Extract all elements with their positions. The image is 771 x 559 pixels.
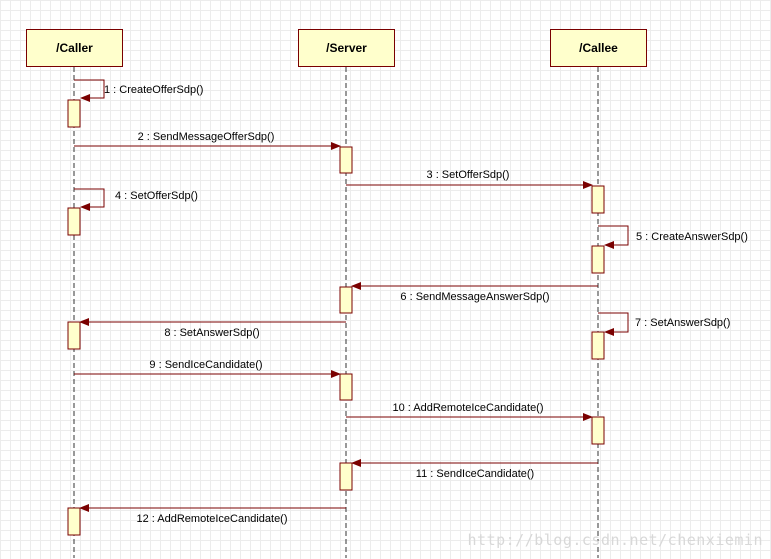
- message-label-4: 4 : SetOfferSdp(): [115, 190, 198, 202]
- lifeline-server-label: /Server: [326, 41, 367, 55]
- activation-bar-2: [339, 146, 353, 174]
- message-label-10: 10 : AddRemoteIceCandidate(): [392, 402, 544, 414]
- message-label-5: 5 : CreateAnswerSdp(): [636, 231, 748, 243]
- activation-bar-5: [591, 245, 605, 274]
- message-label-8: 8 : SetAnswerSdp(): [164, 327, 260, 339]
- message-label-12: 12 : AddRemoteIceCandidate(): [136, 513, 288, 525]
- activation-bar-11: [339, 462, 353, 491]
- message-label-7: 7 : SetAnswerSdp(): [635, 317, 731, 329]
- message-label-6: 6 : SendMessageAnswerSdp(): [400, 291, 550, 303]
- activation-bar-1: [67, 99, 81, 128]
- message-arrow-4: [74, 188, 105, 211]
- activation-bar-7: [67, 321, 81, 350]
- message-label-3: 3 : SetOfferSdp(): [426, 169, 510, 181]
- message-arrow-7: [598, 312, 629, 336]
- message-label-1: 1 : CreateOfferSdp(): [104, 84, 204, 96]
- activation-bar-12: [67, 507, 81, 536]
- message-arrow-1: [74, 79, 105, 102]
- watermark: http://blog.csdn.net/chenxiemin: [467, 531, 763, 549]
- lifeline-caller-label: /Caller: [56, 41, 93, 55]
- activation-bar-4: [67, 207, 81, 236]
- activation-bar-10: [591, 416, 605, 445]
- lifeline-server-box: /Server: [298, 29, 395, 67]
- activation-bar-8: [591, 331, 605, 360]
- message-label-11: 11 : SendIceCandidate(): [415, 468, 535, 480]
- message-label-9: 9 : SendIceCandidate(): [149, 359, 263, 371]
- lifeline-callee-label: /Callee: [579, 41, 618, 55]
- activation-bar-6: [339, 286, 353, 314]
- activation-bar-9: [339, 373, 353, 401]
- lifeline-caller-box: /Caller: [26, 29, 123, 67]
- activation-bar-3: [591, 185, 605, 214]
- message-label-2: 2 : SendMessageOfferSdp(): [137, 131, 275, 143]
- lifeline-callee-box: /Callee: [550, 29, 647, 67]
- message-arrow-5: [598, 225, 629, 249]
